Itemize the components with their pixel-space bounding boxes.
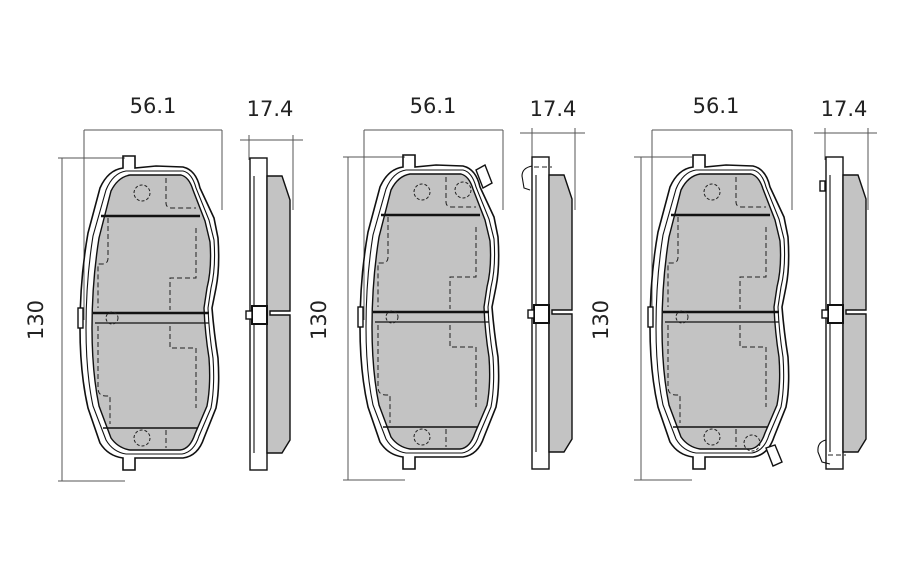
- pad-1-thickness-dimension: 17.4: [240, 97, 303, 210]
- pad-3-thickness-dimension: 17.4: [814, 97, 877, 210]
- pad-3-height-dimension: 130: [589, 156, 692, 481]
- pad-3-width-label: 56.1: [693, 94, 740, 118]
- pad-2-width-dimension: 56.1: [363, 94, 504, 320]
- pad-2-wear-sensor-tab: [454, 163, 493, 199]
- pad-2-side-clip: [521, 165, 552, 191]
- pad-3-side-view: [821, 156, 867, 470]
- pad-1-side-view: [245, 157, 291, 471]
- pad-2-side-view: [527, 156, 573, 470]
- pad-2-front-view: [356, 153, 500, 471]
- pad-3-height-label: 130: [589, 300, 613, 340]
- pad-2-height-dimension: 130: [307, 156, 405, 481]
- pad-3-thickness-label: 17.4: [821, 97, 868, 121]
- pad-1-height-label: 130: [24, 300, 48, 340]
- pad-3-side-clip: [817, 180, 846, 465]
- pad-2-assembly: 56.1 130 17.4: [307, 94, 585, 481]
- pad-1-width-label: 56.1: [130, 94, 177, 118]
- pad-1-thickness-label: 17.4: [247, 97, 294, 121]
- pad-2-thickness-label: 17.4: [530, 97, 577, 121]
- pad-1-width-dimension: 56.1: [83, 94, 223, 320]
- pad-2-height-label: 130: [307, 300, 331, 340]
- pad-1-front-view: [76, 154, 220, 472]
- pad-2-width-label: 56.1: [410, 94, 457, 118]
- pad-1-assembly: 56.1 130 17.4: [24, 94, 303, 482]
- pad-2-thickness-dimension: 17.4: [520, 97, 585, 210]
- pad-1-height-dimension: 130: [24, 157, 125, 482]
- pad-3-assembly: 56.1 130 17.4: [589, 94, 877, 481]
- pad-3-width-dimension: 56.1: [651, 94, 793, 320]
- pad-3-front-view: [646, 153, 790, 471]
- pad-3-wear-sensor-tab: [743, 434, 783, 467]
